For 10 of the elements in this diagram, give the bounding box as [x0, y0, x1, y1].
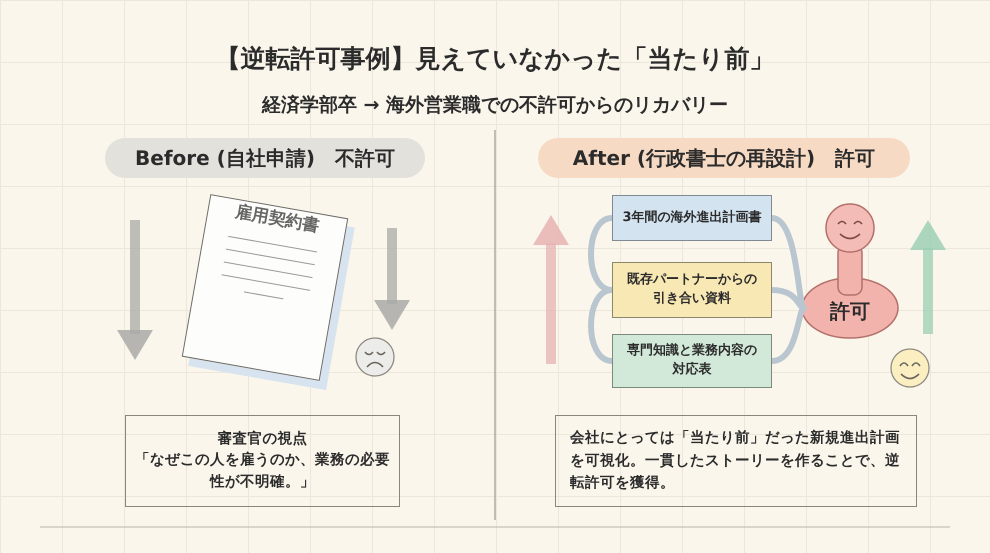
note-box: 会社にとっては「当たり前」だった新規進出計画を可視化。一貫したストーリーを作ることで、逆転許可を獲得。	[555, 415, 917, 507]
document-box: 専門知識と業務内容の対応表	[612, 334, 772, 388]
subtitle: 経済学部卒 → 海外営業職での不許可からのリカバリー	[260, 93, 730, 118]
note-box: 審査官の視点 「なぜこの人を雇うのか、業務の必要性が不明確。」	[125, 415, 400, 507]
section-header-band: After (行政書士の再設計) 許可	[538, 138, 910, 178]
document-box: 既存パートナーからの引き合い資料	[612, 262, 772, 318]
approval-stamp: 許可	[800, 200, 900, 342]
document-box: 3年間の海外進出計画書	[612, 195, 772, 241]
section-header-band: Before (自社申請) 不許可	[105, 138, 425, 178]
title: 【逆転許可事例】見えていなかった「当たり前」	[214, 43, 776, 75]
